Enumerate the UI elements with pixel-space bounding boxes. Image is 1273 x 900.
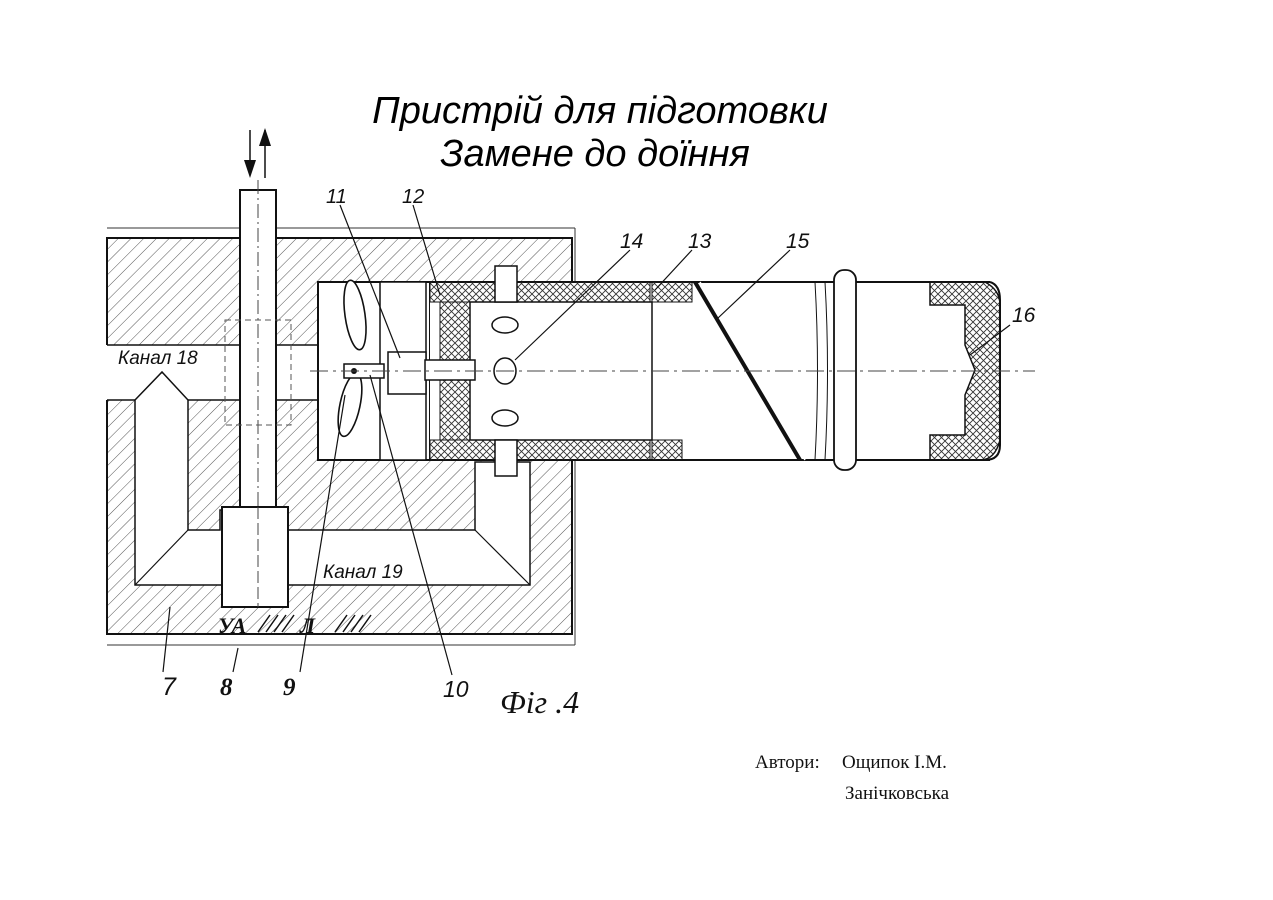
author-name-1: Ощипок І.М.: [842, 752, 947, 774]
label-mode-l: Л: [299, 613, 316, 638]
part-number-9: 9: [283, 674, 296, 701]
label-mode-ua: УА: [218, 613, 246, 638]
valve-block: [222, 507, 288, 607]
flow-arrows: [244, 128, 271, 178]
author-name-2: Занічковська: [845, 783, 949, 805]
part-number-15: 15: [786, 230, 810, 253]
label-canal-18: Канал 18: [118, 348, 198, 369]
part-number-12: 12: [402, 186, 424, 208]
part-number-14: 14: [620, 230, 643, 253]
label-canal-19: Канал 19: [323, 562, 403, 583]
part-number-8: 8: [220, 674, 233, 701]
part-number-7: 7: [162, 673, 177, 701]
authors-label: Автори:: [755, 752, 820, 774]
part-number-16: 16: [1012, 304, 1036, 327]
part-number-11: 11: [326, 186, 347, 208]
figure-caption: Фіг .4: [500, 684, 579, 720]
part-number-10: 10: [443, 676, 469, 702]
part-number-13: 13: [688, 230, 712, 253]
